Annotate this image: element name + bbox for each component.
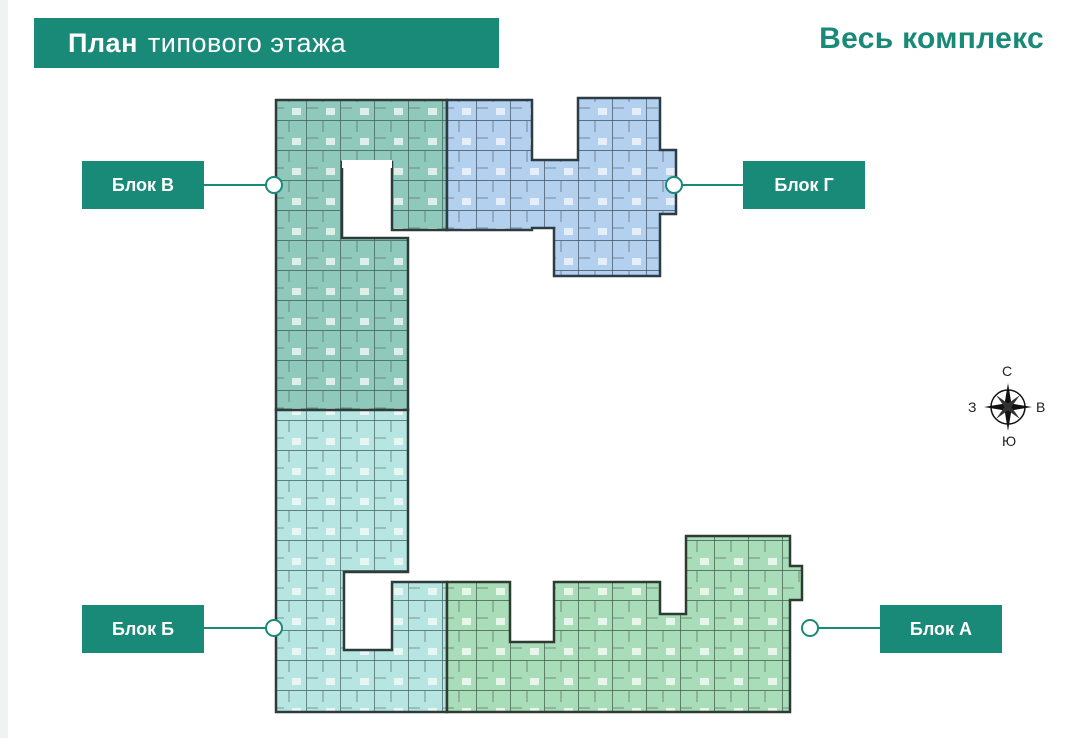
block-a-plan[interactable]: [445, 534, 804, 714]
page-edge: [0, 0, 8, 738]
block-v-connector: [204, 176, 283, 194]
block-v-button[interactable]: Блок В: [82, 161, 204, 209]
whole-complex-link[interactable]: Весь комплекс: [819, 22, 1044, 55]
block-b-connector: [204, 619, 283, 637]
block-g-plan[interactable]: [445, 96, 678, 278]
block-v-plan[interactable]: [274, 98, 449, 412]
block-g-button[interactable]: Блок Г: [743, 161, 865, 209]
block-b-button[interactable]: Блок Б: [82, 605, 204, 653]
compass-east-label: В: [1036, 399, 1046, 415]
block-a-button[interactable]: Блок А: [880, 605, 1002, 653]
compass-west-label: З: [968, 399, 977, 415]
compass-north-label: С: [1002, 363, 1013, 379]
page-title-bold: План: [68, 27, 138, 58]
page-title-light: типового этажа: [147, 27, 347, 58]
compass-south-label: Ю: [1002, 433, 1017, 449]
compass-rose-icon: [984, 383, 1032, 431]
block-b-plan[interactable]: [274, 408, 449, 714]
block-a-connector: [801, 619, 880, 637]
page-title: План типового этажа: [34, 18, 499, 68]
block-g-connector: [665, 176, 743, 194]
